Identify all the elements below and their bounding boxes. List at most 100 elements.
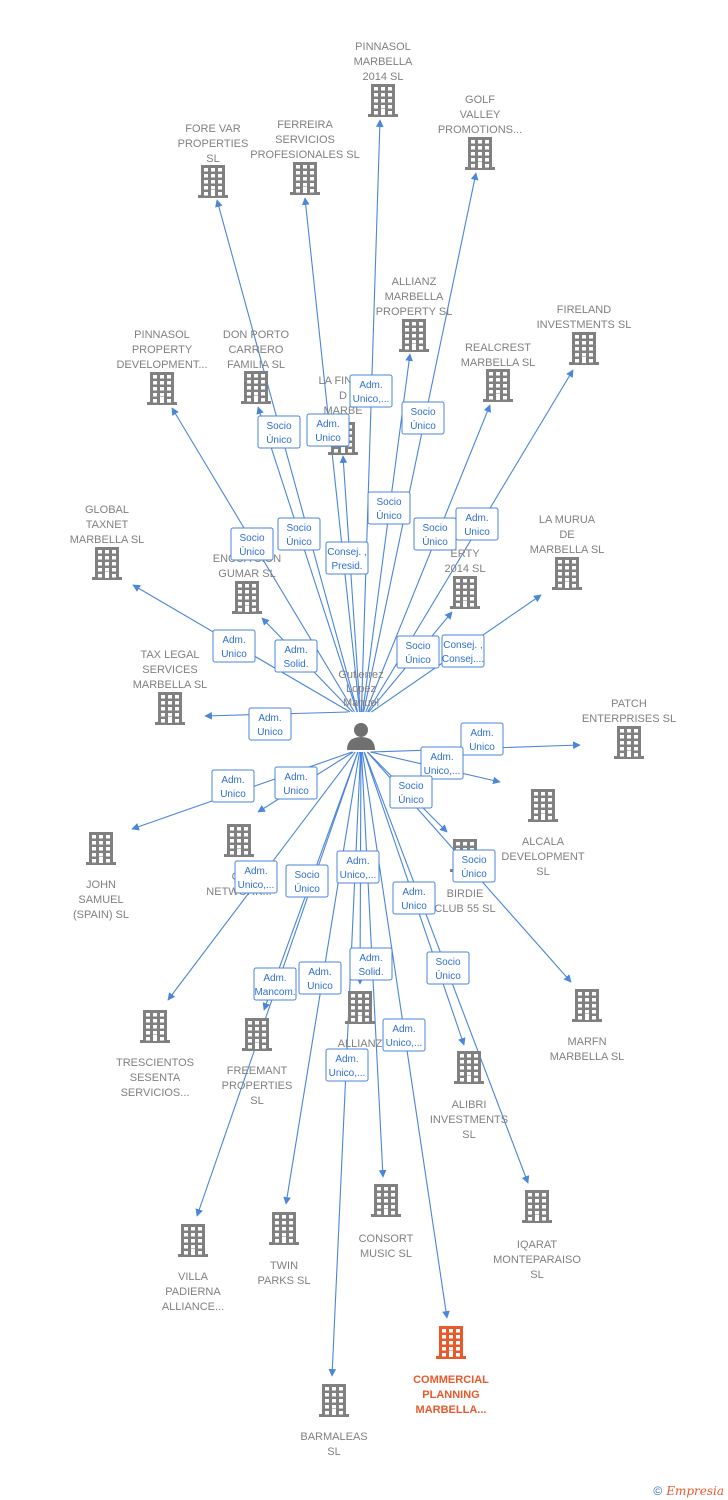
building-icon[interactable] xyxy=(147,372,177,405)
building-icon[interactable] xyxy=(241,371,271,404)
relation-label[interactable]: Adm.Unico xyxy=(460,722,504,756)
building-icon[interactable] xyxy=(86,832,116,865)
building-icon[interactable] xyxy=(178,1224,208,1257)
building-icon[interactable] xyxy=(465,137,495,170)
building-icon[interactable] xyxy=(155,692,185,725)
building-icon[interactable] xyxy=(552,557,582,590)
building-icon[interactable] xyxy=(198,165,228,198)
building-icon[interactable] xyxy=(572,989,602,1022)
building-icon[interactable] xyxy=(224,824,254,857)
building-icon[interactable] xyxy=(569,332,599,365)
building-icon[interactable] xyxy=(92,547,122,580)
building-icon[interactable] xyxy=(242,1018,272,1051)
relation-label[interactable]: Adm.Unico xyxy=(274,766,318,800)
relation-label[interactable]: Adm.Solid. xyxy=(274,639,318,673)
relation-label[interactable]: Adm.Unico xyxy=(392,881,436,915)
building-icon[interactable] xyxy=(454,1051,484,1084)
building-icon[interactable] xyxy=(345,991,375,1024)
company-node-encuadracion[interactable]: ENCUA CIONGUMAR SL xyxy=(213,553,282,614)
building-icon[interactable] xyxy=(522,1190,552,1223)
relation-label[interactable]: Adm.Unico xyxy=(298,961,342,995)
relation-label[interactable]: Adm.Unico xyxy=(248,707,292,741)
building-icon[interactable] xyxy=(528,789,558,822)
relation-label[interactable]: Consej. ,Presid. xyxy=(325,541,369,575)
building-icon[interactable] xyxy=(450,576,480,609)
building-icon[interactable] xyxy=(614,726,644,759)
relation-label[interactable]: Adm.Unico xyxy=(455,507,499,541)
building-icon[interactable] xyxy=(483,369,513,402)
building-icon[interactable] xyxy=(399,319,429,352)
building-icon[interactable] xyxy=(319,1384,349,1417)
relation-label[interactable]: Adm.Unico xyxy=(306,413,350,447)
relation-label[interactable]: Adm.Unico xyxy=(212,629,256,663)
company-node-allianz2[interactable]: ALLIANZLSL xyxy=(338,991,383,1080)
building-icon[interactable] xyxy=(368,84,398,117)
relation-label[interactable]: Adm.Mancom. xyxy=(253,967,297,1001)
relation-label[interactable]: Consej. ,Consej.... xyxy=(441,634,485,668)
relation-label[interactable]: Adm.Unico,... xyxy=(420,746,464,780)
relation-label[interactable]: Adm.Unico,... xyxy=(382,1018,426,1052)
building-icon[interactable] xyxy=(436,1326,466,1359)
brand-logo[interactable]: Empresia xyxy=(666,1484,724,1498)
relation-label[interactable]: Adm.Unico,... xyxy=(336,850,380,884)
relation-label[interactable]: Adm.Solid. xyxy=(349,947,393,981)
relation-label[interactable]: Adm.Unico,... xyxy=(234,860,278,894)
relation-label[interactable]: Adm.Unico,... xyxy=(349,374,393,408)
